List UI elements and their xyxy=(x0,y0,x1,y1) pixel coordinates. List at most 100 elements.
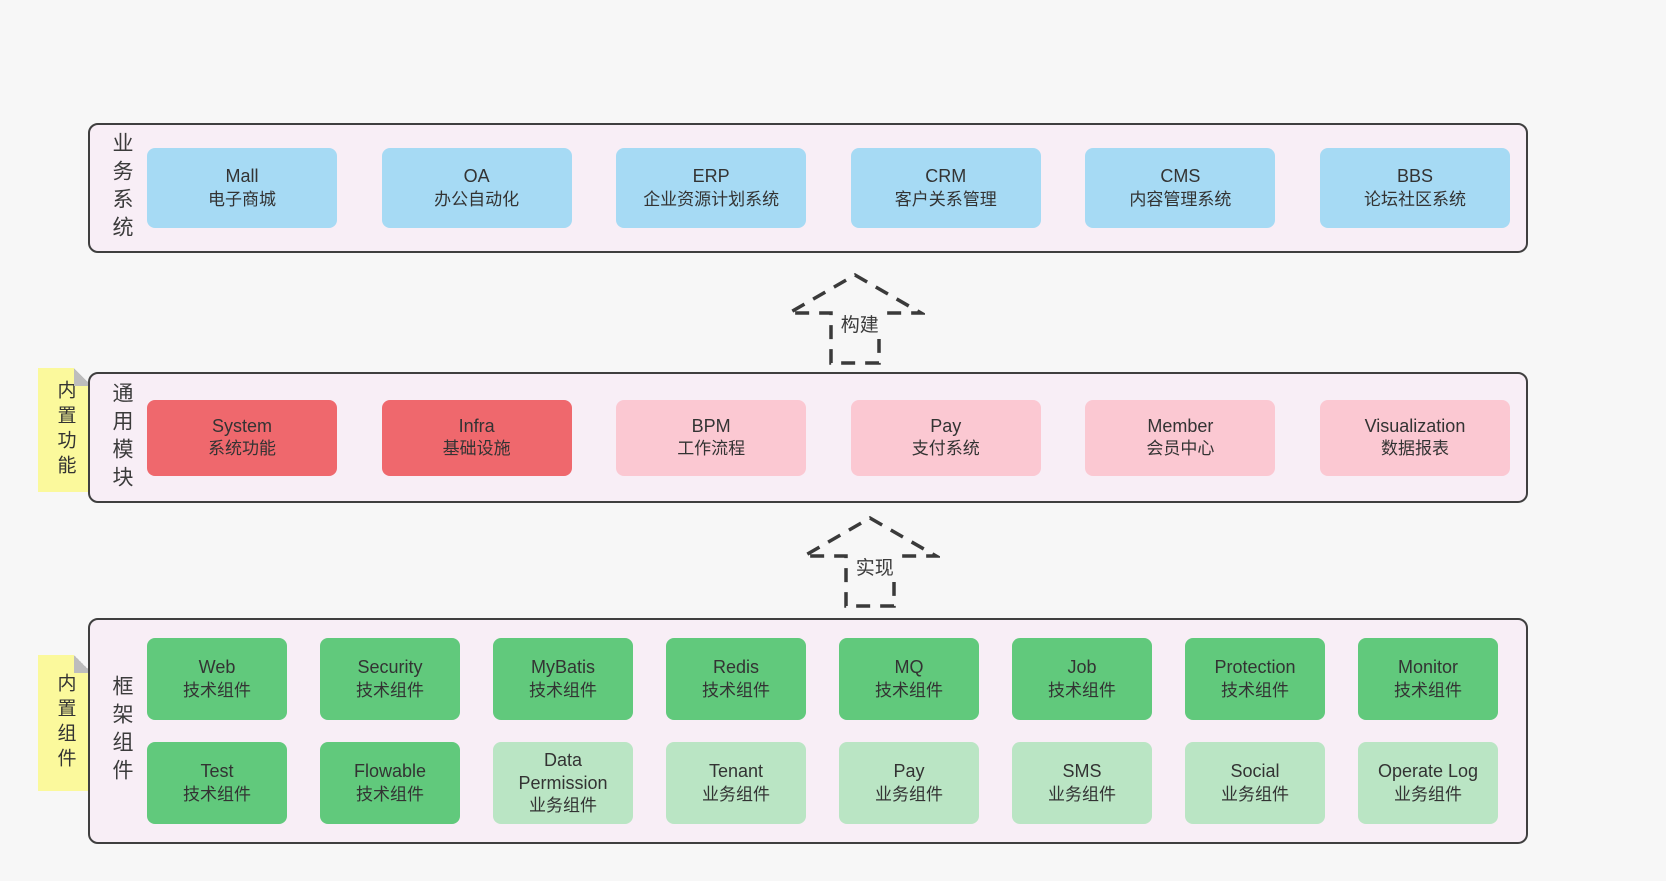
module-box-system: System 系统功能 xyxy=(147,399,337,476)
box-title: BBS xyxy=(1396,166,1433,187)
sticky-note-label: 内置组件 xyxy=(54,673,76,773)
box-subtitle: 技术组件 xyxy=(875,680,943,700)
box-subtitle: 客户关系管理 xyxy=(894,189,997,209)
box-subtitle: 技术组件 xyxy=(702,680,770,700)
box-title: MyBatis xyxy=(530,657,595,678)
arrow-label: 构建 xyxy=(835,308,884,339)
block-arrow-up-icon xyxy=(785,272,925,365)
box-title: OA xyxy=(463,166,490,187)
box-title: Security xyxy=(357,657,423,678)
box-subtitle: 会员中心 xyxy=(1146,439,1215,459)
box-title: Job xyxy=(1067,657,1097,678)
box-title: Pay xyxy=(930,415,962,436)
arrow-label: 实现 xyxy=(850,551,899,582)
box-title: Data Permission xyxy=(518,749,608,793)
box-title: Member xyxy=(1147,415,1214,436)
layer-label: 通用模块 xyxy=(110,381,133,494)
box-title: MQ xyxy=(894,657,924,678)
box-title: BPM xyxy=(691,415,731,436)
module-box-bpm: BPM 工作流程 xyxy=(616,399,807,476)
box-subtitle: 技术组件 xyxy=(529,680,597,700)
box-subtitle: 技术组件 xyxy=(1221,680,1289,700)
arrow-build: 构建 xyxy=(785,272,925,366)
box-title: CRM xyxy=(925,166,967,187)
layer-label: 框架组件 xyxy=(110,675,133,787)
box-subtitle: 技术组件 xyxy=(183,680,251,700)
box-subtitle: 工作流程 xyxy=(677,439,746,459)
module-box-member: Member 会员中心 xyxy=(1085,399,1276,476)
box-subtitle: 技术组件 xyxy=(1048,680,1116,700)
box-subtitle: 业务组件 xyxy=(875,784,943,804)
box-title: Social xyxy=(1230,761,1280,782)
box-title: Operate Log xyxy=(1377,761,1479,782)
box-title: Visualization xyxy=(1364,415,1466,436)
box-title: ERP xyxy=(692,166,730,187)
box-subtitle: 办公自动化 xyxy=(434,189,520,209)
box-subtitle: 业务组件 xyxy=(529,796,597,816)
box-title: Monitor xyxy=(1397,657,1459,678)
box-title: Redis xyxy=(712,657,760,678)
box-title: Pay xyxy=(893,761,925,782)
layer-label: 业务系统 xyxy=(110,132,133,244)
box-subtitle: 企业资源计划系统 xyxy=(643,189,780,209)
box-subtitle: 论坛社区系统 xyxy=(1363,189,1466,209)
box-title: System xyxy=(211,415,272,436)
box-subtitle: 技术组件 xyxy=(356,784,424,804)
module-box-data-permission: Data Permission 业务组件 xyxy=(493,742,633,824)
box-subtitle: 技术组件 xyxy=(183,784,251,804)
box-title: Protection xyxy=(1214,657,1296,678)
box-subtitle: 数据报表 xyxy=(1380,439,1449,459)
box-subtitle: 内容管理系统 xyxy=(1129,189,1232,209)
block-arrow-up-icon xyxy=(800,515,940,608)
box-subtitle: 业务组件 xyxy=(702,784,770,804)
box-title: Flowable xyxy=(353,761,427,782)
box-title: Mall xyxy=(225,166,259,187)
sticky-note-builtin-components: 内置组件 xyxy=(38,655,92,791)
arrow-implement: 实现 xyxy=(800,515,940,609)
box-subtitle: 基础设施 xyxy=(442,439,511,459)
box-title: CMS xyxy=(1160,166,1201,187)
box-subtitle: 业务组件 xyxy=(1394,784,1462,804)
box-title: Tenant xyxy=(708,761,764,782)
box-subtitle: 系统功能 xyxy=(208,439,276,459)
box-subtitle: 电子商城 xyxy=(208,189,276,209)
module-box-visualization: Visualization 数据报表 xyxy=(1319,399,1510,476)
module-box-pay: Pay 支付系统 xyxy=(850,399,1041,476)
box-title: Web xyxy=(198,657,236,678)
box-subtitle: 业务组件 xyxy=(1048,784,1116,804)
box-title: SMS xyxy=(1062,761,1102,782)
sticky-note-label: 内置功能 xyxy=(54,380,76,480)
box-subtitle: 支付系统 xyxy=(911,439,980,459)
box-subtitle: 技术组件 xyxy=(1394,680,1462,700)
